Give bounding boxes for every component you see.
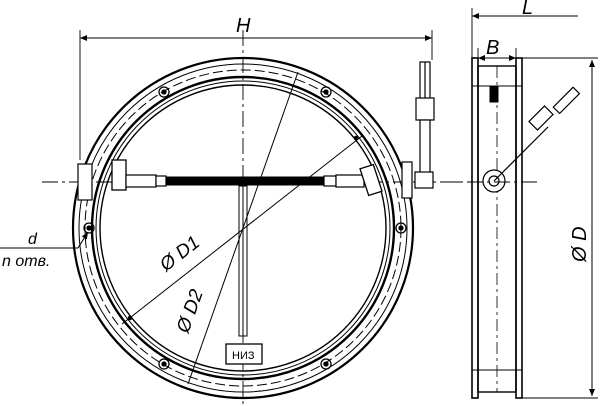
bolt-holes	[83, 86, 407, 370]
shaft-assembly	[77, 159, 413, 201]
bottom-marker-text: НИЗ	[232, 350, 255, 362]
side-lever	[482, 86, 581, 193]
vertical-stem	[238, 185, 248, 337]
hole-leader-diag	[77, 231, 89, 249]
inner-diameter-label: Ø D1	[155, 232, 204, 276]
side-view	[440, 8, 598, 399]
width-label: H	[236, 15, 251, 37]
lever	[414, 61, 435, 189]
diameter-d2-line	[187, 71, 299, 385]
bottom-marker-box	[225, 343, 263, 365]
side-left-flange	[471, 57, 479, 399]
side-right-flange	[515, 57, 523, 399]
hole-label-n: n отв.	[2, 253, 50, 270]
flange-label: B	[486, 37, 499, 59]
bolt-circle-label: Ø D2	[173, 286, 208, 336]
hole-label-d: d	[28, 231, 38, 248]
outer-diameter-label: Ø D	[569, 226, 591, 263]
front-view	[0, 30, 460, 406]
length-label: L	[522, 0, 533, 19]
